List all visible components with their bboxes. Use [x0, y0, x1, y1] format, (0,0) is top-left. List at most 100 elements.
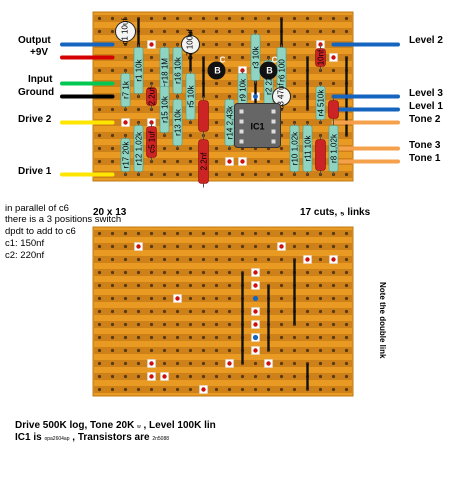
bottom-hole	[253, 231, 258, 236]
top-hole	[292, 42, 297, 47]
bottom-hole	[344, 361, 349, 366]
link-junction-blue	[253, 94, 258, 99]
top-hole	[253, 172, 258, 177]
bottom-copper-strip	[94, 256, 352, 263]
cut-bottom-dot	[162, 374, 167, 379]
resistor-r14-label: r14 2,43k	[226, 105, 235, 139]
bottom-hole	[136, 270, 141, 275]
resistor-r8	[328, 125, 339, 172]
bottom-hole	[344, 387, 349, 392]
resistor-r18-label: r18 1M	[161, 58, 170, 83]
bottom-hole	[253, 374, 258, 379]
bottom-hole	[292, 244, 297, 249]
top-hole	[201, 42, 206, 47]
bottom-hole	[227, 387, 232, 392]
top-hole	[110, 133, 115, 138]
transistor-q2-c: C	[272, 56, 278, 65]
bottom-copper-strip	[94, 243, 352, 250]
top-hole	[175, 159, 180, 164]
note-line-5: c2: 220nf	[5, 250, 45, 261]
top-hole	[266, 29, 271, 34]
bottom-hole	[149, 387, 154, 392]
bottom-hole	[149, 296, 154, 301]
bottom-hole	[162, 348, 167, 353]
bottom-hole	[214, 231, 219, 236]
note-line-3: dpdt to add to c6	[5, 226, 76, 237]
top-hole	[292, 29, 297, 34]
bottom-hole	[188, 322, 193, 327]
bottom-hole	[318, 361, 323, 366]
bottom-hole	[97, 296, 102, 301]
bottom-hole	[123, 283, 128, 288]
top-hole	[201, 16, 206, 21]
bottom-hole	[97, 322, 102, 327]
top-hole	[279, 146, 284, 151]
label-tone3: Tone 3	[409, 140, 441, 151]
bottom-hole	[162, 361, 167, 366]
cut-bottom-dot	[253, 322, 258, 327]
bottom-hole	[305, 283, 310, 288]
bottom-hole	[123, 374, 128, 379]
top-hole	[227, 42, 232, 47]
resistor-r16	[172, 47, 183, 94]
ic1-pin	[271, 119, 276, 124]
top-hole	[149, 16, 154, 21]
bottom-hole	[331, 322, 336, 327]
bottom-hole	[266, 231, 271, 236]
bottom-hole	[227, 296, 232, 301]
top-hole	[110, 107, 115, 112]
bottom-hole	[344, 257, 349, 262]
top-hole	[162, 29, 167, 34]
resistor-r16-label: r16 10k	[174, 56, 183, 84]
resistor-r2-label: r2 221	[265, 72, 274, 95]
resistor-r15-label: r15 10k	[161, 95, 170, 123]
bottom-hole	[344, 296, 349, 301]
resistor-r9-label: r9 10k	[239, 78, 248, 101]
ic1-pin	[239, 139, 244, 144]
bottom-hole	[279, 257, 284, 262]
bottom-hole	[110, 244, 115, 249]
top-hole	[201, 29, 206, 34]
bottom-hole	[110, 231, 115, 236]
ic1-label: IC1	[250, 122, 264, 132]
bottom-hole	[136, 348, 141, 353]
label-drive2: Drive 2	[18, 114, 52, 125]
bottom-hole	[331, 335, 336, 340]
bottom-hole	[344, 231, 349, 236]
bottom-hole	[123, 335, 128, 340]
bottom-hole	[175, 374, 180, 379]
ic1-pin	[271, 129, 276, 134]
bottom-hole	[110, 361, 115, 366]
bottom-hole	[149, 270, 154, 275]
bottom-hole	[331, 296, 336, 301]
capacitor-c1-label: c1 10uf	[121, 18, 130, 45]
resistor-r3-label: r3 10k	[252, 45, 261, 68]
link-junction-blue	[252, 334, 259, 341]
bottom-hole	[110, 257, 115, 262]
top-hole	[123, 42, 128, 47]
cut-top-dot	[149, 42, 154, 47]
bottom-hole	[305, 322, 310, 327]
label-drive1: Drive 1	[18, 166, 52, 177]
bottom-hole	[123, 309, 128, 314]
top-hole	[136, 107, 141, 112]
top-hole	[175, 16, 180, 21]
top-hole	[227, 172, 232, 177]
bottom-hole	[344, 374, 349, 379]
bottom-hole	[162, 283, 167, 288]
bottom-hole	[214, 309, 219, 314]
bottom-hole	[110, 387, 115, 392]
bottom-hole	[175, 322, 180, 327]
top-hole	[97, 68, 102, 73]
bottom-hole	[162, 335, 167, 340]
bottom-hole	[201, 231, 206, 236]
top-hole	[240, 16, 245, 21]
bottom-hole	[162, 270, 167, 275]
bottom-hole	[214, 283, 219, 288]
capacitor-c4-label: 2.2uf	[148, 87, 157, 106]
bottom-hole	[318, 348, 323, 353]
bottom-hole	[149, 335, 154, 340]
bottom-hole	[123, 257, 128, 262]
top-hole	[188, 172, 193, 177]
resistor-r4-label: r4 510k	[317, 89, 326, 117]
